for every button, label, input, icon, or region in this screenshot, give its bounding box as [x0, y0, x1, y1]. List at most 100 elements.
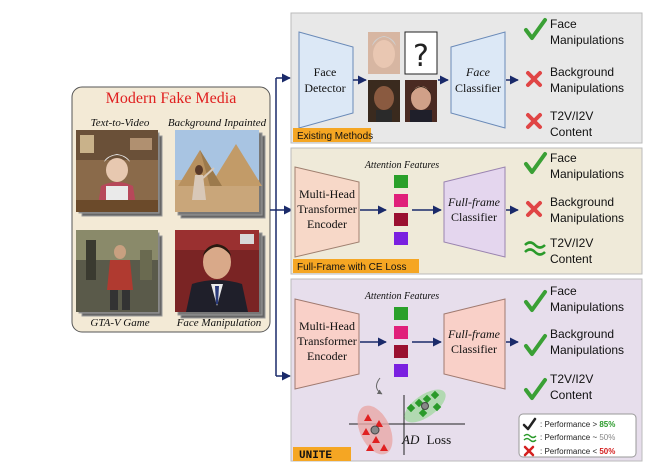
- row2-encoder-line-3: Encoder: [307, 217, 347, 231]
- legend-approx-value: 50%: [599, 433, 615, 442]
- row-unite: Multi-Head Transformer Encoder Attention…: [290, 278, 643, 462]
- row1-result-2-line-1: Background: [550, 65, 614, 79]
- cross-icon: [526, 113, 542, 129]
- row3-encoder-line-2: Transformer: [297, 334, 357, 348]
- thumb-label-face: Face Manipulation: [176, 317, 262, 329]
- row1-tag: Existing Methods: [297, 131, 373, 142]
- row3-result-3-line-2: Content: [550, 388, 593, 402]
- svg-text:: Performance ~ 50%: : Performance ~ 50%: [540, 433, 615, 442]
- row2-classifier-line-1: Full-frame: [447, 195, 501, 209]
- row3-encoder-line-3: Encoder: [307, 349, 347, 363]
- thumb-label-t2v: Text-to-Video: [91, 117, 150, 129]
- row3-tag: UNITE: [299, 450, 332, 462]
- row2-result-1-line-1: Face: [550, 151, 577, 165]
- modern-fake-media-panel: Modern Fake Media Text-to-Video Backgrou…: [71, 86, 271, 333]
- row1-result-2: Background Manipulations: [526, 65, 624, 95]
- row1-result-1-line-1: Face: [550, 17, 577, 31]
- row1-result-3-line-2: Content: [550, 125, 593, 139]
- row2-result-1: Face Manipulations: [524, 151, 624, 181]
- row3-classifier-line-1: Full-frame: [447, 327, 501, 341]
- svg-text:AD Loss: AD Loss: [401, 432, 451, 447]
- row2-result-3-line-1: T2V/I2V: [550, 236, 593, 250]
- svg-text:: Performance < 50%: : Performance < 50%: [540, 447, 615, 456]
- row2-result-2-line-2: Manipulations: [550, 211, 624, 225]
- row3-result-1: Face Manipulations: [524, 284, 624, 314]
- legend-cross-value: 50%: [599, 447, 615, 456]
- face-classifier-block: [450, 31, 506, 129]
- unknown-face-question-mark: ?: [413, 39, 429, 74]
- row3-tag-bg: [293, 447, 351, 461]
- real-cluster-center: [421, 402, 429, 410]
- check-icon: [524, 152, 547, 174]
- row3-result-3: T2V/I2V Content: [524, 372, 593, 402]
- row2-result-1-line-2: Manipulations: [550, 167, 624, 181]
- fake-cluster-center: [370, 425, 380, 435]
- row1-result-1-line-2: Manipulations: [550, 33, 624, 47]
- check-icon: [524, 334, 547, 356]
- row3-result-2-line-1: Background: [550, 327, 614, 341]
- row3-result-2: Background Manipulations: [524, 327, 624, 357]
- loss-label-suffix: Loss: [427, 432, 452, 447]
- row2-tag-bg: [293, 259, 419, 273]
- face-detector-block: [298, 31, 354, 129]
- row2-result-3-line-2: Content: [550, 252, 593, 266]
- legend-cross-icon: [523, 445, 535, 457]
- check-icon: [524, 378, 547, 400]
- row2-result-2-line-1: Background: [550, 195, 614, 209]
- face-crops: ?: [368, 31, 438, 122]
- row-existing-methods: Face Detector ? Face Classifier Face: [290, 12, 643, 144]
- main-connector: [270, 73, 293, 381]
- svg-text:: Performance > 85%: : Performance > 85%: [540, 420, 615, 429]
- thumb-face-manipulation: [175, 230, 266, 319]
- row-full-frame-ce: Multi-Head Transformer Encoder Attention…: [290, 147, 643, 275]
- check-icon: [524, 18, 547, 40]
- row1-result-2-line-2: Manipulations: [550, 81, 624, 95]
- thumb-label-bg: Background Inpainted: [168, 117, 267, 129]
- check-icon: [524, 290, 547, 312]
- row2-result-3: T2V/I2V Content: [524, 236, 593, 266]
- cross-icon: [526, 201, 542, 217]
- row3-result-2-line-2: Manipulations: [550, 343, 624, 357]
- row2-encoder-line-2: Transformer: [297, 202, 357, 216]
- face-detector-line-1: Face: [314, 65, 337, 79]
- row2-result-2: Background Manipulations: [526, 195, 624, 225]
- cross-icon: [526, 71, 542, 87]
- thumb-background-inpainted: [175, 130, 266, 219]
- row2-encoder-line-1: Multi-Head: [299, 187, 355, 201]
- row2-attention-label: Attention Features: [364, 160, 439, 171]
- panel-title: Modern Fake Media: [106, 90, 237, 107]
- legend-approx-text: : Performance ~: [540, 433, 599, 442]
- legend-cross-text: : Performance <: [540, 447, 599, 456]
- face-detector-line-2: Detector: [304, 81, 345, 95]
- face-classifier-line-1: Face: [465, 65, 491, 79]
- row3-result-1-line-1: Face: [550, 284, 577, 298]
- row1-result-3-line-1: T2V/I2V: [550, 109, 593, 123]
- performance-legend: : Performance > 85% : Performance ~ 50% …: [518, 413, 637, 458]
- feature-projection-arrow: [376, 377, 383, 395]
- encoder-block-row2: [294, 166, 360, 258]
- classifier-block-row2: [443, 166, 506, 258]
- approx-icon: [524, 241, 546, 256]
- row3-classifier-line-2: Classifier: [451, 342, 497, 356]
- loss-label-ad: AD: [401, 432, 420, 447]
- row3-result-3-line-1: T2V/I2V: [550, 372, 593, 386]
- row1-result-1: Face Manipulations: [524, 17, 624, 47]
- row1-result-3: T2V/I2V Content: [526, 109, 593, 139]
- row3-encoder-line-1: Multi-Head: [299, 319, 355, 333]
- encoder-block-row3: [294, 298, 360, 390]
- row2-tag: Full-Frame with CE Loss: [297, 262, 406, 273]
- legend-check-icon: [522, 417, 537, 431]
- face-classifier-line-2: Classifier: [455, 81, 501, 95]
- thumb-label-gta: GTA-V Game: [90, 317, 149, 329]
- legend-approx-icon: [523, 433, 537, 443]
- row2-attention-features: [394, 175, 408, 245]
- thumb-gta-v: [76, 230, 163, 317]
- legend-check-text: : Performance >: [540, 420, 599, 429]
- classifier-block-row3: [443, 298, 506, 390]
- row3-attention-label: Attention Features: [364, 291, 439, 302]
- row3-attention-features: [394, 307, 408, 377]
- row1-tag-bg: [293, 128, 371, 142]
- ad-loss-plot: AD Loss: [349, 377, 465, 455]
- row2-classifier-line-2: Classifier: [451, 210, 497, 224]
